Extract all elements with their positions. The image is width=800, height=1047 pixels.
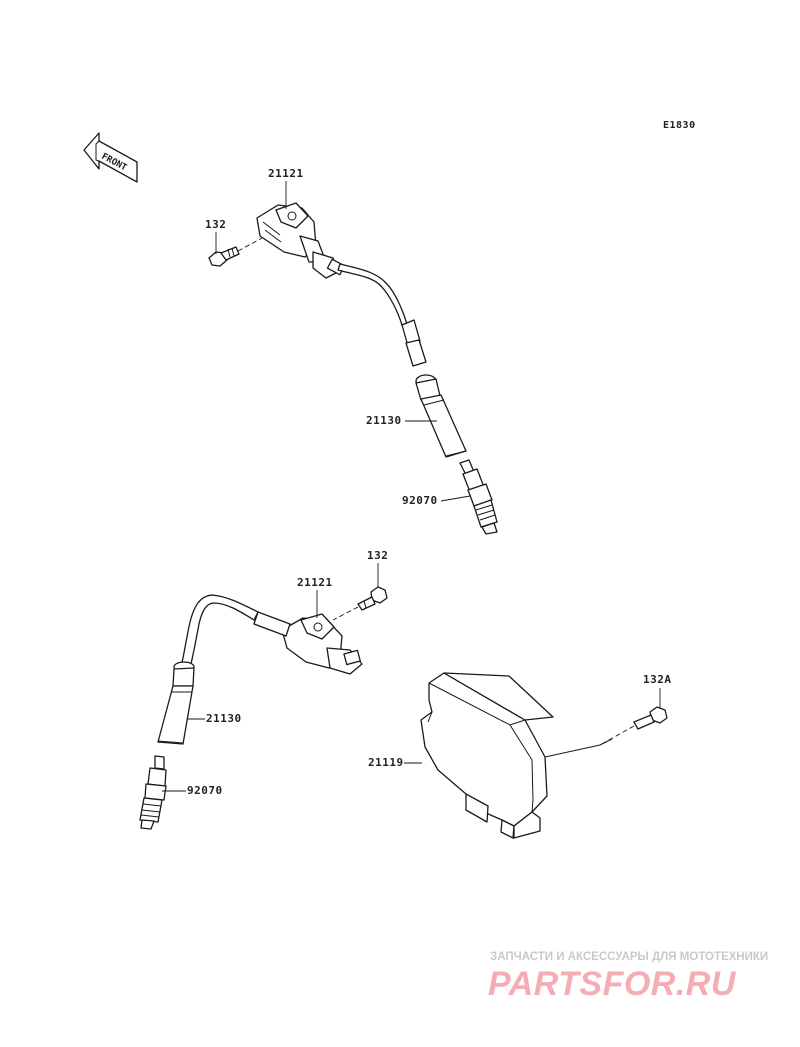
bolt-lower-icon[interactable] [357,586,388,611]
spark-plug-upper[interactable] [459,459,498,535]
callout-plug-lower[interactable]: 92070 [187,784,223,797]
leader-lines [162,181,661,792]
callout-bolt-ecu[interactable]: 132A [643,673,672,686]
callout-bolt-upper[interactable]: 132 [205,218,227,231]
callout-cap-lower[interactable]: 21130 [206,712,242,725]
callout-plug-upper[interactable]: 92070 [402,494,438,507]
front-arrow-icon: FRONT [83,132,138,183]
diagram-code: E1830 [663,120,696,131]
bolt-ecu-icon[interactable] [633,706,668,730]
igniter-ecu[interactable] [420,672,613,839]
watermark-tagline: ЗАПЧАСТИ И АКСЕССУАРЫ ДЛЯ МОТОТЕХНИКИ [490,951,769,963]
callout-bolt-lower[interactable]: 132 [367,549,389,562]
plug-cap-upper[interactable] [415,374,467,458]
callout-coil-lower[interactable]: 21121 [297,576,333,589]
ignition-coil-lower[interactable] [253,611,363,675]
ignition-coil-upper[interactable] [256,202,346,279]
callout-ecu[interactable]: 21119 [368,756,404,769]
plug-cap-lower[interactable] [157,661,195,745]
spark-plug-lower[interactable] [139,755,167,830]
callout-coil-upper[interactable]: 21121 [268,167,304,180]
bolt-upper-icon[interactable] [208,246,240,267]
callout-cap-upper[interactable]: 21130 [366,414,402,427]
watermark-brand: PARTSFOR.RU [488,965,736,1003]
